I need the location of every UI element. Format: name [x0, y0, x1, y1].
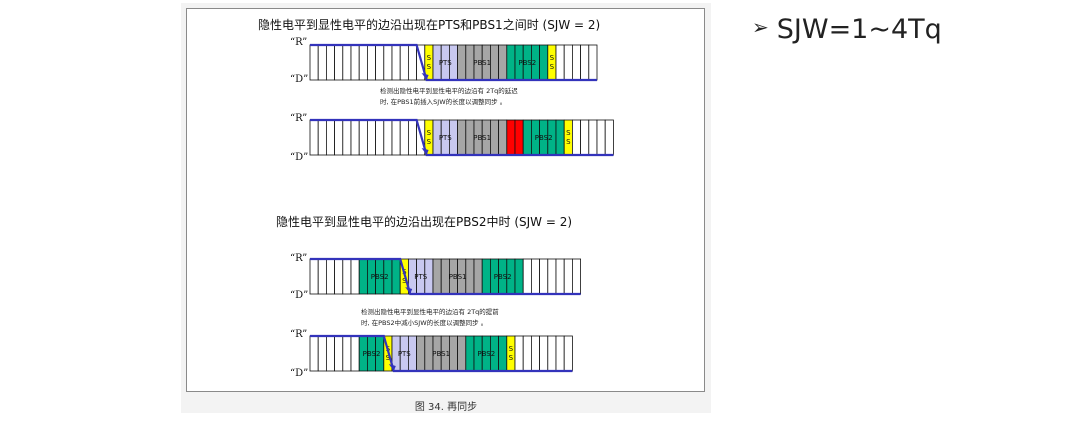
arrow-bullet-icon: ➢: [752, 15, 769, 39]
bullet-text: SJW=1~4Tq: [776, 14, 942, 45]
section1-note-line1: 检测出隐性电平到显性电平的边沿有 2Tq的延迟: [380, 87, 518, 95]
row3-recessive-label: “R”: [290, 253, 308, 264]
row2-dominant-label: “D”: [290, 152, 309, 163]
bullet-point: ➢ SJW=1~4Tq: [752, 14, 942, 45]
figure-frame: [186, 8, 705, 392]
row1-dominant-label: “D”: [290, 74, 309, 85]
row2-recessive-label: “R”: [290, 113, 308, 124]
section2-note-line2: 时, 在PBS2中减小SJW的长度以调整同步 。: [361, 319, 488, 327]
figure-caption: 图 34. 再同步: [414, 402, 478, 413]
section1-heading: 隐性电平到显性电平的边沿出现在PTS和PBS1之间时 (SJW = 2): [258, 18, 601, 32]
section1-note-line2: 时, 在PBS1前插入SJW的长度以调整同步 。: [380, 98, 507, 106]
section2-note-line1: 检测出隐性电平到显性电平的边沿有 2Tq的提前: [361, 308, 499, 316]
row3-dominant-label: “D”: [290, 290, 309, 301]
section2-heading: 隐性电平到显性电平的边沿出现在PBS2中时 (SJW = 2): [276, 215, 573, 229]
row1-recessive-label: “R”: [290, 37, 308, 48]
row4-recessive-label: “R”: [290, 329, 308, 340]
row4-dominant-label: “D”: [290, 368, 309, 379]
